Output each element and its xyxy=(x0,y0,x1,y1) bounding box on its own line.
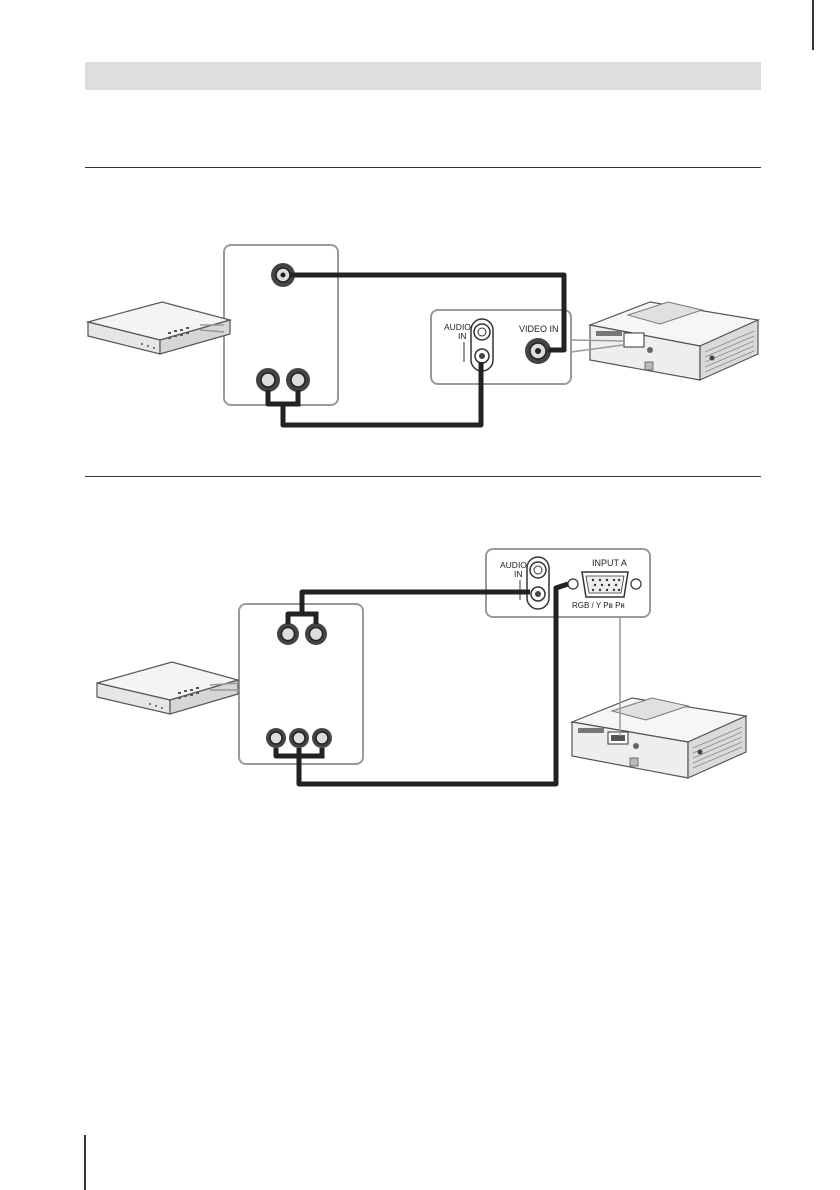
audio-in-label-2-line2: IN xyxy=(514,569,523,579)
video-in-jack xyxy=(525,338,551,364)
video-equipment-device-1 xyxy=(88,302,230,354)
input-a-label: INPUT A xyxy=(592,558,627,568)
video-equipment-device-2 xyxy=(97,662,238,714)
rgb-label: RGB / Y Pʙ Pʀ xyxy=(572,601,625,610)
video-in-label: VIDEO IN xyxy=(519,324,559,334)
audio-in-label-line2: IN xyxy=(458,331,467,341)
equipment-component-out-jacks xyxy=(266,728,332,748)
diagram-component-connection: AUDIO IN INPUT A RGB / Y Pʙ Pʀ xyxy=(97,549,746,784)
diagram-video-connection: AUDIO IN VIDEO IN xyxy=(88,245,758,425)
projector-device-2 xyxy=(572,698,746,778)
audio-in-jack-2 xyxy=(527,557,549,609)
